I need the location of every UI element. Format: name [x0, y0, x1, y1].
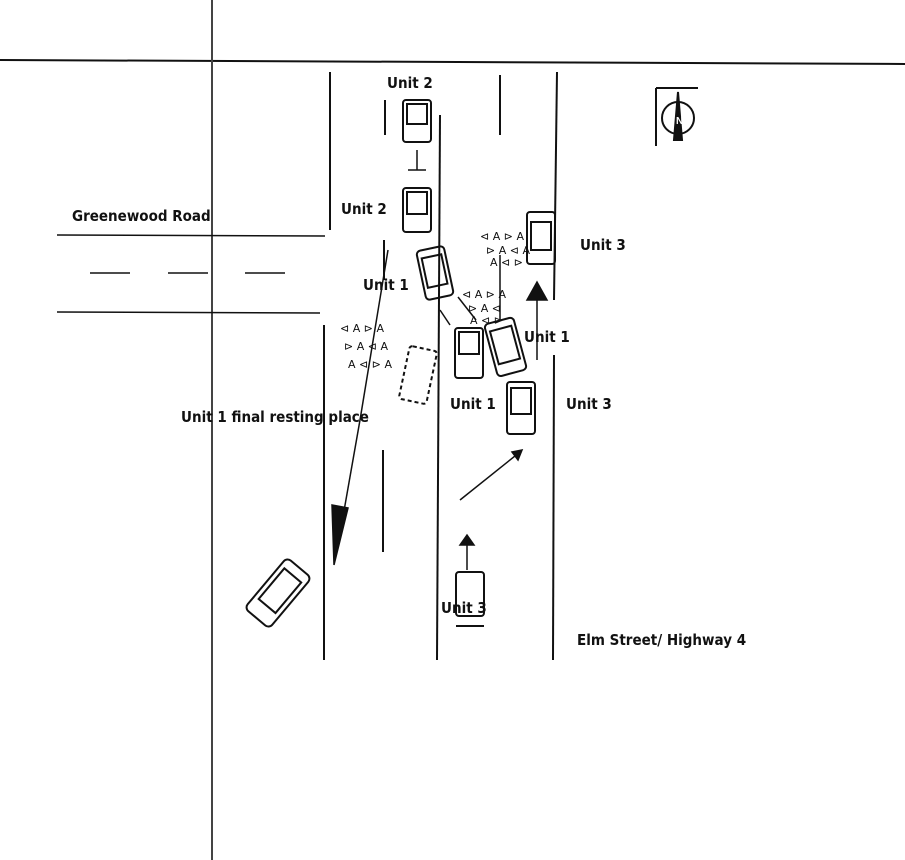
unit1-label-impact: Unit 1 [363, 276, 409, 294]
final-rest-label: Unit 1 final resting place [181, 408, 369, 426]
greenewood-road-label: Greenewood Road [72, 207, 211, 225]
unit3-label-top: Unit 3 [580, 236, 626, 254]
svg-text:⊳ A ⊲ A: ⊳ A ⊲ A [486, 244, 530, 257]
svg-text:⊳ A ⊲ A: ⊳ A ⊲ A [344, 340, 388, 353]
unit3-car-top [526, 211, 556, 265]
unit3-car-mid [506, 381, 536, 435]
compass-n: N [676, 116, 683, 127]
unit1-car-right [483, 316, 528, 377]
unit1-label-right: Unit 1 [524, 328, 570, 346]
unit1-car-dashed [398, 345, 438, 405]
elm-street [323, 71, 558, 661]
unit2-label-mid: Unit 2 [341, 200, 387, 218]
svg-text:A ⊲ ⊳: A ⊲ ⊳ [490, 256, 523, 269]
svg-text:⊲ A ⊳ A: ⊲ A ⊳ A [462, 288, 506, 301]
svg-text:⊳ A ⊲: ⊳ A ⊲ [468, 302, 501, 315]
top-border-line [0, 59, 905, 65]
svg-text:A ⊲ ⊳ A: A ⊲ ⊳ A [348, 358, 392, 371]
greenewood-road [56, 234, 326, 314]
elm-street-label: Elm Street/ Highway 4 [577, 631, 747, 649]
unit3-label-mid: Unit 3 [566, 395, 612, 413]
svg-text:⊲ A ⊳ A: ⊲ A ⊳ A [480, 230, 524, 243]
unit1-car-impact [415, 245, 455, 301]
unit3-label-bottom: Unit 3 [441, 599, 487, 617]
svg-text:⊲ A ⊳ A: ⊲ A ⊳ A [340, 322, 384, 335]
north-compass-icon [655, 87, 698, 146]
unit1-label-bottom: Unit 1 [450, 395, 496, 413]
unit3-car-bottom [455, 571, 485, 627]
unit1-car-center [454, 327, 484, 379]
svg-text:A ⊲ ⊳: A ⊲ ⊳ [470, 314, 503, 327]
debris: ⊲ A ⊳ A⊳ A ⊲ AA ⊲ ⊳ ⊲ A ⊳ A⊳ A ⊲A ⊲ ⊳ ⊲ … [340, 230, 530, 371]
arrows [331, 150, 549, 570]
unit2-car-mid [402, 187, 432, 233]
unit2-label-top: Unit 2 [387, 74, 433, 92]
unit2-car-start [402, 99, 432, 143]
unit1-car-final [245, 558, 311, 628]
